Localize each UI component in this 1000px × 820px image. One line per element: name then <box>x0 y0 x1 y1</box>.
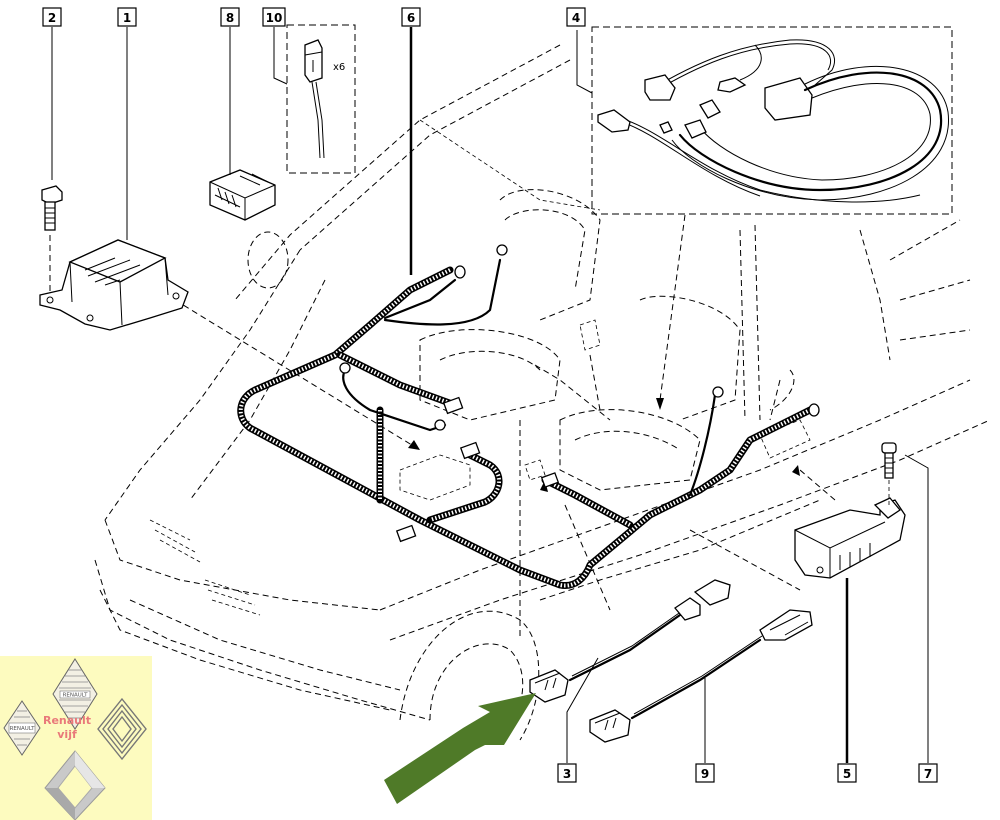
leader-arrowhead <box>792 465 800 476</box>
harness-connector-plug <box>395 524 417 543</box>
part-4-seat-harness[interactable] <box>576 26 953 215</box>
part-9-extension-lead[interactable] <box>589 609 813 743</box>
logo-caption-line1: Renault <box>43 714 91 727</box>
callout-10: 10 <box>262 7 288 85</box>
callout-label: 7 <box>924 767 932 781</box>
svg-text:RENAULT: RENAULT <box>10 726 36 732</box>
harness-connector-plug <box>434 419 446 431</box>
leader-arrowhead <box>408 440 420 450</box>
part-7-sensor-bolt[interactable] <box>881 442 897 505</box>
harness-connector-plug <box>442 396 464 415</box>
part-10-frame <box>286 24 356 174</box>
callout-label: 10 <box>266 11 283 25</box>
harness-connector-plug <box>540 472 560 488</box>
callout-7: 7 <box>904 454 938 783</box>
part-5-side-impact-sensor[interactable] <box>794 497 906 579</box>
part-4-leader <box>576 30 593 94</box>
callout-4: 4 <box>566 7 586 27</box>
renault-diamond-badge-top: RENAULT <box>52 658 98 730</box>
callout-2: 2 <box>42 7 62 180</box>
part-3-adapter-lead[interactable] <box>529 579 731 703</box>
callout-label: 6 <box>407 11 415 25</box>
harness-connector-plug <box>808 403 820 417</box>
harness-connector-plug <box>712 386 724 398</box>
svg-text:RENAULT: RENAULT <box>63 693 89 699</box>
callout-label: 2 <box>48 11 56 25</box>
callout-label: 8 <box>226 11 234 25</box>
part-4-frame <box>591 26 953 215</box>
renault-striped-diamond-logo <box>97 697 147 761</box>
callout-6: 6 <box>401 7 421 275</box>
quantity-label: x6 <box>333 62 345 73</box>
callout-3: 3 <box>557 657 599 783</box>
part-10-connector-plug[interactable]: x6 <box>286 24 356 174</box>
car-body-outline <box>94 44 991 741</box>
callout-9: 9 <box>695 678 715 783</box>
callout-label: 1 <box>123 11 131 25</box>
harness-connector-plug <box>459 441 481 460</box>
callout-label: 3 <box>563 767 571 781</box>
part-8-harness-connector[interactable] <box>209 169 276 221</box>
logo-caption-line2: vijf <box>57 728 77 741</box>
main-wiring-harness[interactable] <box>237 244 820 590</box>
callout-label: 5 <box>843 767 851 781</box>
highlight-arrow <box>384 693 536 804</box>
renault-logo-panel: RENAULT RENAULT Renault vijf <box>0 656 152 820</box>
callout-label: 4 <box>572 11 580 25</box>
part-2-ecu-bolt[interactable] <box>41 185 63 295</box>
renault-diamond-badge-left: RENAULT <box>3 700 41 756</box>
harness-connector-plug <box>496 244 508 256</box>
callout-label: 9 <box>701 767 709 781</box>
callout-5: 5 <box>837 578 857 783</box>
renault-modern-diamond-logo <box>44 750 106 820</box>
part-1-airbag-control-unit[interactable] <box>39 239 189 331</box>
callout-1: 1 <box>117 7 137 240</box>
leader-arrowhead <box>656 398 664 410</box>
harness-connector-plug <box>339 362 351 374</box>
leader-arrowhead <box>540 480 548 492</box>
harness-connector-plug <box>454 265 466 279</box>
callout-8: 8 <box>220 7 240 175</box>
